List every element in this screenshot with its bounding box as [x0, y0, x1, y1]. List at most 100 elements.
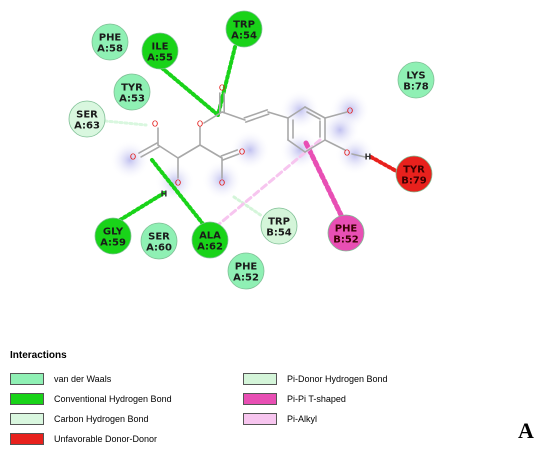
alkene-double-bond — [243, 109, 269, 119]
legend-swatch-pi-pi-t-shaped — [243, 393, 277, 405]
oxygen-atom-label: O — [175, 179, 181, 188]
residue-id: A:60 — [146, 243, 172, 254]
legend-swatch-pi-alkyl — [243, 413, 277, 425]
residue-id: A:59 — [100, 238, 126, 249]
ligand-bond — [324, 139, 346, 151]
residue-name: ALA — [199, 231, 221, 242]
residue-name: ILE — [152, 42, 169, 53]
aromatic-glow — [110, 140, 150, 180]
alkene-double-bond — [244, 113, 270, 123]
residue-disc — [191, 221, 229, 259]
legend-swatch-conventional-h-bond — [10, 393, 44, 405]
residue-id: B:52 — [333, 235, 359, 246]
residue-name: TYR — [121, 83, 143, 94]
interactions-legend: Interactions van der Waals Conventional … — [10, 350, 430, 450]
pi-alkyl-ala-a62 — [216, 138, 322, 227]
residue-name: PHE — [335, 224, 358, 235]
residue-id: A:63 — [74, 121, 100, 132]
phenyl-ring-bond — [304, 139, 326, 153]
aromatic-glow — [280, 130, 320, 170]
oxygen-atom-label: O — [219, 179, 225, 188]
residue-name: SER — [148, 232, 170, 243]
legend-label-pi-alkyl: Pi-Alkyl — [287, 414, 318, 424]
carbonyl-double-bond — [140, 146, 160, 158]
hydrogen-atom-label: H — [365, 153, 372, 162]
aromatic-glow — [230, 130, 270, 170]
legend-item-carbon-h-bond: Carbon Hydrogen Bond — [10, 412, 149, 426]
phenyl-ring-bond — [287, 139, 306, 153]
residue-id: B:54 — [266, 228, 292, 239]
oxygen-atom-label: O — [197, 120, 203, 129]
residue-id: A:55 — [147, 53, 173, 64]
residue-disc — [113, 73, 151, 111]
residue-id: B:78 — [403, 82, 429, 93]
h-bond-ala-a62 — [150, 158, 205, 226]
carbon-h-bond-ser-a63 — [103, 119, 148, 127]
donor-donor-tyr-b79 — [369, 155, 400, 174]
residue-id: A:52 — [233, 273, 259, 284]
h-bond-gly-a59 — [118, 191, 166, 222]
interaction-lines-layer — [103, 45, 400, 227]
legend-swatch-carbon-h-bond — [10, 413, 44, 425]
pi-donor-h-bond-trp-b54 — [232, 195, 264, 218]
hydroxyl-bond — [351, 153, 366, 158]
residue-disc — [94, 217, 132, 255]
residue-name: LYS — [406, 71, 425, 82]
aromatic-glow — [320, 110, 360, 150]
legend-label-pi-donor-h-bond: Pi-Donor Hydrogen Bond — [287, 374, 388, 384]
residue-name: PHE — [235, 262, 258, 273]
ligand-bonds-layer — [138, 92, 366, 179]
legend-swatch-pi-donor-h-bond — [243, 373, 277, 385]
oxygen-atom-label: O — [344, 149, 350, 158]
legend-label-unfavorable-donor-donor: Unfavorable Donor-Donor — [54, 434, 158, 444]
aromatic-glow-layer — [110, 90, 375, 202]
oxygen-atom-label: O — [130, 153, 136, 162]
residue-name: SER — [76, 110, 98, 121]
residue-name: TRP — [268, 217, 290, 228]
ligand-bond — [267, 111, 289, 119]
oxygen-atom-label: O — [347, 107, 353, 116]
legend-label-carbon-h-bond: Carbon Hydrogen Bond — [54, 414, 149, 424]
residue-disc — [140, 222, 178, 260]
residue-id: A:54 — [231, 31, 257, 42]
ligand-bond — [221, 111, 246, 121]
residue-name: TRP — [233, 20, 255, 31]
legend-item-van-der-waals: van der Waals — [10, 372, 111, 386]
phenyl-ring-inner-bond — [306, 111, 321, 120]
legend-item-pi-donor-h-bond: Pi-Donor Hydrogen Bond — [243, 372, 388, 386]
legend-swatch-unfavorable-donor-donor — [10, 433, 44, 445]
residue-disc — [260, 207, 298, 245]
residue-disc — [395, 155, 433, 193]
legend-label-van-der-waals: van der Waals — [54, 374, 112, 384]
oxygen-atom-label: O — [239, 148, 245, 157]
ester-bond — [203, 111, 223, 124]
legend-title: Interactions — [10, 350, 67, 361]
legend-item-conventional-h-bond: Conventional Hydrogen Bond — [10, 392, 172, 406]
carbonyl-double-bond — [221, 153, 240, 161]
legend-label-pi-pi-t-shaped: Pi-Pi T-shaped — [287, 394, 346, 404]
residue-disc — [68, 100, 106, 138]
residue-name: PHE — [99, 33, 122, 44]
residue-disc — [397, 61, 435, 99]
ligand-bond — [157, 144, 179, 159]
phenyl-ring-bond — [304, 106, 326, 119]
aromatic-glow — [202, 160, 242, 200]
residue-id: A:62 — [197, 242, 223, 253]
legend-swatch-van-der-waals — [10, 373, 44, 385]
carbonyl-double-bond — [220, 149, 239, 157]
ligand-bond — [324, 111, 348, 119]
ligand-bond — [199, 144, 223, 159]
h-bond-ile-a55 — [160, 66, 220, 117]
residue-disc — [91, 23, 129, 61]
